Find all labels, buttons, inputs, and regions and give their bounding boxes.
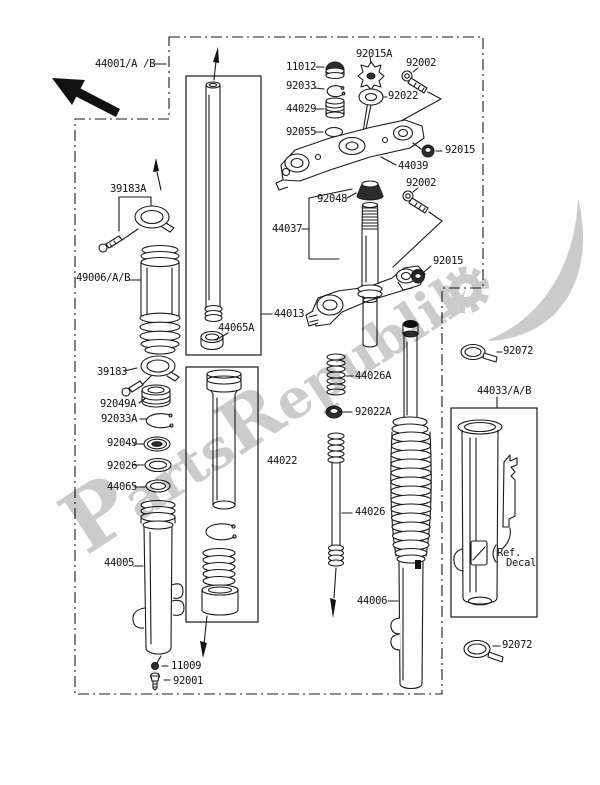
part-label-44026a: 44026A <box>355 370 392 382</box>
part-label-92002-2: 92002 <box>406 177 436 189</box>
bolt-92002-2 <box>392 187 443 268</box>
gasket-11009 <box>151 655 169 670</box>
part-label-44005: 44005 <box>104 557 134 569</box>
part-label-44013: 44013 <box>274 308 304 320</box>
washer-92026 <box>133 457 172 473</box>
cap-11012 <box>315 61 345 80</box>
part-label-92072-2: 92072 <box>502 639 532 651</box>
seal-92049a <box>138 384 171 408</box>
part-label-92026: 92026 <box>107 460 137 472</box>
rebound-spring <box>202 547 236 587</box>
nut-92015-2 <box>411 265 432 284</box>
part-label-92015-1: 92015 <box>445 144 475 156</box>
decal-strip <box>502 454 518 528</box>
part-label-92033a: 92033A <box>101 413 138 425</box>
orientation-arrow-icon <box>52 78 120 117</box>
damper-rod-44026 <box>327 432 353 618</box>
ref-decal-line1: Ref. <box>497 547 521 559</box>
bolt-92002-top <box>389 67 442 128</box>
bushing-44065 <box>133 479 171 493</box>
clamp-92072-top <box>460 343 503 363</box>
inner-tube-44013 <box>204 47 223 323</box>
part-label-39183a: 39183A <box>110 183 147 195</box>
part-label-49006: 49006/A/B <box>76 272 130 284</box>
slide-bushing <box>201 584 239 616</box>
part-label-44039: 44039 <box>398 160 428 172</box>
part-label-44001: 44001/A /B <box>95 58 155 70</box>
gear-icon <box>442 266 490 314</box>
circlip-92033a <box>139 413 174 429</box>
ref-decal-line2: Decal <box>506 557 536 569</box>
fork-cover-44033 <box>453 396 518 606</box>
stem-bearing-and-tip <box>357 284 383 348</box>
part-label-92049: 92049 <box>107 437 137 449</box>
nut-44029 <box>315 97 345 119</box>
part-label-92055: 92055 <box>286 126 316 138</box>
part-label-92048: 92048 <box>317 193 347 205</box>
upper-triple-clamp-44039 <box>275 119 425 191</box>
clamp-39183a <box>98 196 175 253</box>
part-label-11012: 11012 <box>286 61 316 73</box>
outer-tube-44005 <box>132 499 185 655</box>
part-label-92049a: 92049A <box>100 398 137 410</box>
part-label-92022a: 92022A <box>355 406 392 418</box>
assembly-group-border <box>74 36 484 695</box>
head-cone-92048 <box>346 180 384 201</box>
part-label-92002-1: 92002 <box>406 57 436 69</box>
part-label-44026: 44026 <box>355 506 385 518</box>
fork-assembly-44006 <box>387 320 432 690</box>
washer-92022a <box>325 405 353 419</box>
bushing-44065a <box>200 330 229 351</box>
part-label-44037: 44037 <box>272 223 302 235</box>
nut-92015-1 <box>412 142 443 158</box>
down-arrow <box>200 615 208 658</box>
part-labels: 44001/A /B 92015A 11012 92002 92033 9202… <box>76 48 536 687</box>
cylinder-unit-subbox <box>185 366 259 623</box>
inner-tube-subbox <box>185 75 262 356</box>
part-label-44065a: 44065A <box>218 322 255 334</box>
logo-swoosh <box>488 198 584 341</box>
part-label-44065: 44065 <box>107 481 137 493</box>
part-label-44022: 44022 <box>267 455 297 467</box>
part-label-44006: 44006 <box>357 595 387 607</box>
bolt-92001 <box>149 672 171 691</box>
part-label-11009: 11009 <box>171 660 201 672</box>
part-label-39183: 39183 <box>97 366 127 378</box>
part-label-44033: 44033/A/B <box>477 385 531 397</box>
fork-boot-49006 <box>129 244 181 355</box>
logo-swoosh-small <box>430 288 466 324</box>
part-label-92015-2: 92015 <box>433 255 463 267</box>
spring-44026a <box>326 353 354 396</box>
part-label-44029: 44029 <box>286 103 316 115</box>
part-label-92015a: 92015A <box>356 48 393 60</box>
part-label-92001: 92001 <box>173 675 203 687</box>
up-arrow-small <box>153 158 162 191</box>
snap-ring-92033 <box>314 85 346 98</box>
part-label-92022: 92022 <box>388 90 418 102</box>
part-label-92072-1: 92072 <box>503 345 533 357</box>
clamp-92072-bottom <box>463 639 504 663</box>
clamp-39183 <box>121 355 180 397</box>
cylinder-unit-44022 <box>206 369 242 510</box>
fork-cover-subbox <box>450 407 538 618</box>
steering-stem-locknut-92015a <box>357 56 385 133</box>
part-label-92033: 92033 <box>286 80 316 92</box>
oil-seal-92049 <box>133 436 171 452</box>
retaining-ring <box>205 523 237 541</box>
steering-stem-44037 <box>301 188 379 287</box>
